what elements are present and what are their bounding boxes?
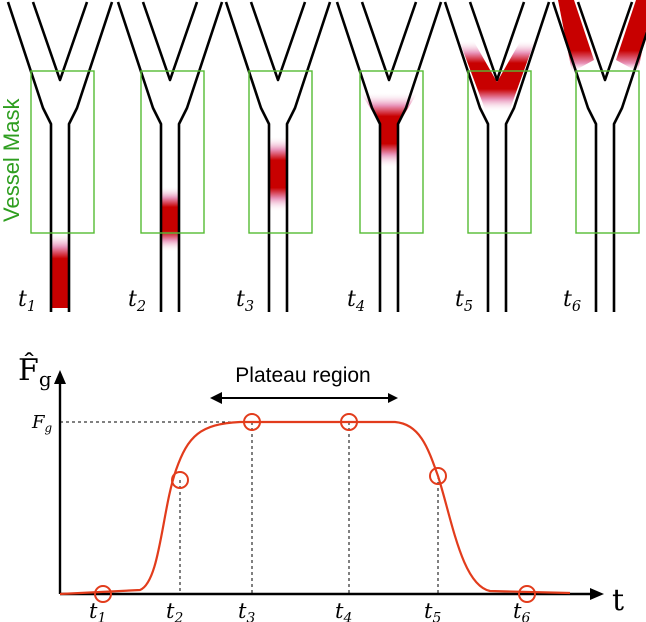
contrast-bolus (51, 232, 70, 308)
vessel-wall-left (443, 1, 490, 312)
vessel-panel-2: t2 (116, 1, 224, 315)
time-point-marker (171, 471, 189, 489)
plateau-arrowhead-left (210, 392, 222, 404)
x-tick-label: t3 (238, 599, 255, 622)
panel-time-label: t2 (128, 287, 146, 315)
x-tick-label: t1 (89, 599, 106, 622)
y-axis-arrowhead (54, 370, 66, 384)
vessel-wall-left (224, 1, 271, 312)
plateau-region-label: Plateau region (235, 364, 370, 387)
vessel-wall-left (116, 1, 163, 312)
vessel-wall-left (335, 1, 382, 312)
vessel-wall-right (612, 31, 646, 312)
x-axis-arrowhead (590, 588, 604, 600)
vessel-mask-label: Vessel Mask (0, 98, 24, 222)
vessel-panel-5: t5 (443, 1, 551, 315)
plateau-value-label: Fg (31, 412, 53, 435)
y-axis-label: F̂g (18, 353, 52, 391)
x-tick-label: t5 (424, 599, 441, 622)
panel-time-label: t6 (563, 287, 581, 315)
time-point-marker (518, 585, 536, 603)
time-point-marker (429, 467, 447, 485)
panel-time-label: t1 (18, 287, 36, 315)
time-point-marker (94, 585, 112, 603)
intensity-chart: F̂g t Fg t1 t2 t3 t4 t5 t6 Plateau region (18, 353, 624, 622)
time-point-marker (243, 413, 261, 431)
vessel-wall-inner (249, 1, 307, 82)
vessel-panel-3: t3 (224, 1, 332, 315)
contrast-bolus (161, 186, 180, 252)
contrast-bolus (269, 136, 288, 212)
time-point-marker (340, 413, 358, 431)
contrast-bolus-left (558, 0, 594, 72)
x-tick-label: t6 (513, 599, 530, 622)
x-tick-label: t4 (335, 599, 352, 622)
vessel-wall-right (285, 1, 332, 312)
vessel-panels: t1 t2 t3 t4 t5 t6 (6, 0, 646, 315)
vessel-wall-right (396, 1, 443, 312)
vessel-wall-right (67, 1, 114, 312)
vessel-mask-box (30, 70, 95, 234)
x-axis-label: t (612, 583, 624, 618)
vessel-wall-right (504, 1, 551, 312)
vessel-panel-4: t4 (335, 1, 443, 315)
vessel-wall-left (6, 1, 53, 312)
vessel-mask-box (575, 70, 640, 234)
intensity-curve (59, 420, 571, 596)
panel-time-label: t4 (347, 287, 365, 315)
panel-time-label: t5 (455, 287, 473, 315)
vessel-mask-box (140, 70, 205, 234)
vessel-wall-inner (576, 1, 634, 82)
vessel-wall-inner (141, 1, 199, 82)
contrast-bolus (459, 40, 535, 112)
vessel-wall-right (177, 1, 224, 312)
vessel-mask-box (248, 70, 313, 234)
vessel-mask-box (467, 70, 532, 234)
vessel-panel-6: t6 (551, 0, 646, 315)
vessel-panel-1: t1 (6, 1, 114, 315)
vessel-wall-inner (360, 1, 418, 82)
vessel-mask-box (359, 70, 424, 234)
x-tick-label: t2 (166, 599, 183, 622)
vessel-wall-left (551, 1, 598, 312)
contrast-bolus (360, 92, 418, 168)
panel-time-label: t3 (236, 287, 254, 315)
vessel-wall-inner (31, 1, 89, 82)
vessel-wall-inner (468, 1, 526, 82)
